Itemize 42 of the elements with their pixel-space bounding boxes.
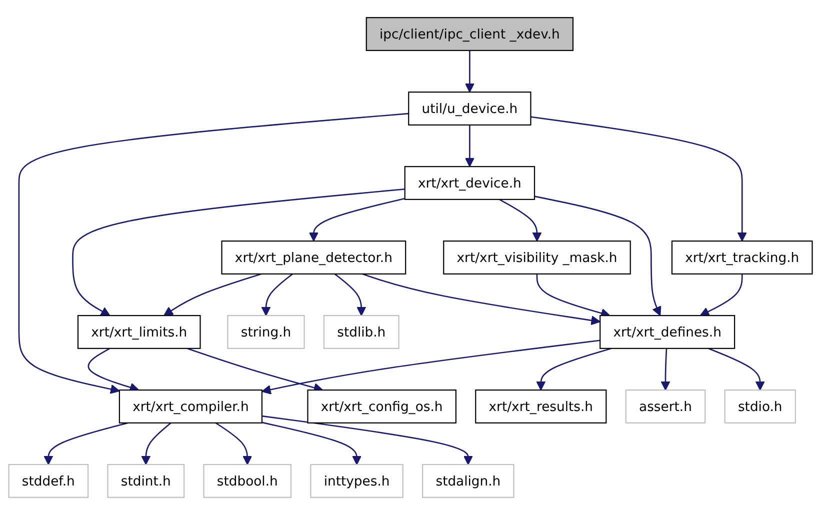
node-box: xrt/xrt_tracking.h [671, 240, 813, 274]
node-box: stdbool.h [203, 464, 292, 498]
node-box: xrt/xrt_device.h [404, 166, 536, 200]
arrow [164, 273, 262, 316]
arrow [44, 422, 128, 465]
arrow [262, 422, 362, 465]
arrow [660, 348, 670, 390]
arrow [464, 124, 474, 168]
arrow [262, 340, 600, 394]
node-box: ipc/client/ipc_client _xdev.h [366, 17, 574, 52]
node-box: stddef.h [8, 464, 89, 498]
node-box: assert.h [625, 390, 706, 424]
arrow [464, 50, 474, 93]
node-box: xrt/xrt_limits.h [77, 315, 201, 349]
arrow [262, 415, 473, 465]
arrow [261, 273, 294, 316]
arrow [334, 273, 366, 316]
node-box: xrt/xrt_plane_detector.h [221, 240, 406, 274]
arrow [362, 273, 601, 326]
node-box: xrt/xrt_defines.h [600, 315, 736, 349]
arrow [72, 188, 405, 316]
node-box: xrt/xrt_compiler.h [118, 390, 262, 424]
node-box: stdint.h [107, 464, 185, 498]
node-box: xrt/xrt_results.h [475, 390, 607, 424]
node-box: util/u_device.h [408, 92, 532, 126]
node-box: xrt/xrt_config_os.h [307, 390, 456, 424]
arrow [536, 348, 612, 390]
arrow [708, 348, 765, 390]
node-box: stdlib.h [323, 315, 400, 349]
arrow [18, 112, 409, 394]
node-box: stdalign.h [422, 464, 514, 498]
node-box: xrt/xrt_visibility _mask.h [443, 240, 631, 274]
arrow [530, 116, 747, 242]
arrow [141, 422, 172, 465]
arrow [215, 422, 252, 465]
arrow [700, 274, 743, 316]
node-box: stdio.h [724, 390, 796, 424]
arrow [308, 198, 405, 242]
node-box: inttypes.h [310, 464, 404, 498]
node-box: string.h [227, 315, 305, 349]
arrow [499, 198, 542, 242]
arrow [534, 196, 662, 316]
